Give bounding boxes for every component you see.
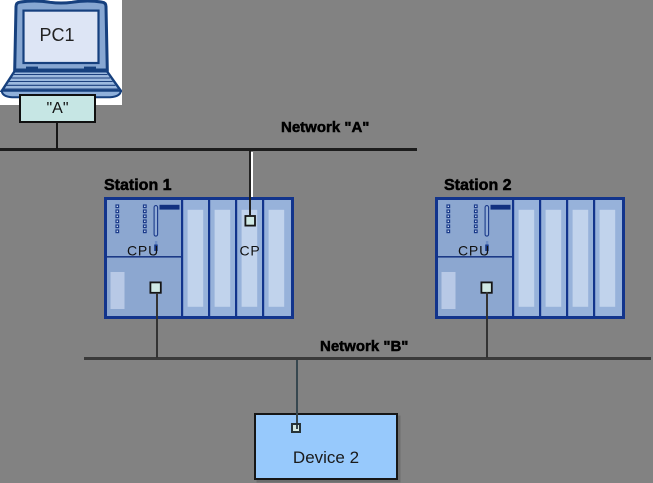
svg-text:CPU: CPU (458, 242, 490, 258)
svg-text:CP: CP (239, 242, 260, 258)
svg-text:CPU: CPU (127, 242, 159, 258)
svg-text:PC1: PC1 (39, 25, 74, 45)
